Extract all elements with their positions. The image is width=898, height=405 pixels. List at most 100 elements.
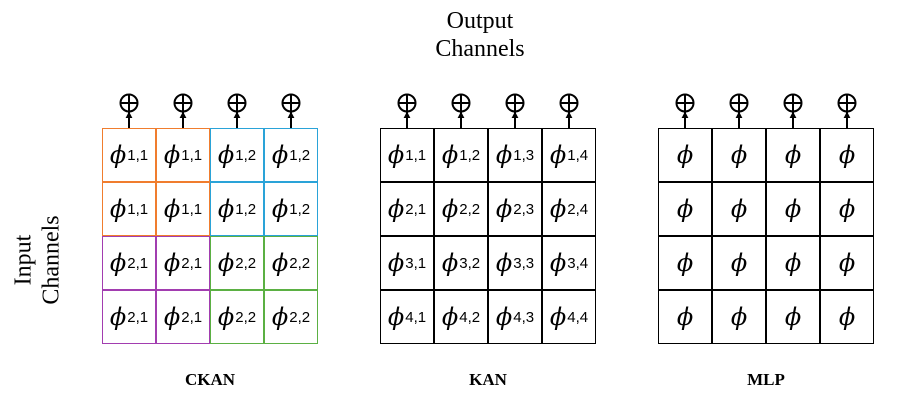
cell-subscript: 2,3 (513, 200, 535, 218)
input-label-line-1: Input (10, 234, 37, 286)
mlp-cell: ϕ (820, 236, 874, 290)
mlp-cell: ϕ (712, 290, 766, 344)
cell-subscript: 4,4 (567, 308, 589, 326)
sum-icon (781, 92, 805, 128)
phi-symbol: ϕ (676, 195, 694, 223)
sum-icon (395, 92, 419, 128)
output-channels-label: Output Channels (380, 8, 580, 63)
phi-symbol: ϕ (163, 303, 181, 331)
cell-subscript: 1,2 (235, 200, 257, 218)
phi-symbol: ϕ (387, 141, 405, 169)
phi-symbol: ϕ (109, 141, 127, 169)
phi-symbol: ϕ (217, 141, 235, 169)
ckan-sum-row (102, 92, 318, 128)
mlp-cell: ϕ (658, 290, 712, 344)
cell-subscript: 1,2 (459, 146, 481, 164)
sum-icon (673, 92, 697, 128)
phi-symbol: ϕ (441, 195, 459, 223)
cell-subscript: 1,1 (181, 146, 203, 164)
cell-subscript: 2,2 (289, 254, 311, 272)
cell-subscript: 2,2 (459, 200, 481, 218)
phi-symbol: ϕ (271, 303, 289, 331)
cell-subscript: 1,3 (513, 146, 535, 164)
phi-symbol: ϕ (441, 141, 459, 169)
cell-subscript: 2,1 (405, 200, 427, 218)
mlp-cell: ϕ (766, 128, 820, 182)
mlp-cell: ϕ (766, 236, 820, 290)
phi-symbol: ϕ (217, 195, 235, 223)
sum-icon (117, 92, 141, 128)
input-label-line-2: Channels (38, 215, 64, 305)
phi-symbol: ϕ (838, 303, 856, 331)
cell-subscript: 2,2 (235, 254, 257, 272)
phi-symbol: ϕ (109, 249, 127, 277)
phi-symbol: ϕ (549, 303, 567, 331)
phi-symbol: ϕ (387, 249, 405, 277)
phi-symbol: ϕ (217, 249, 235, 277)
mlp-cell: ϕ (766, 290, 820, 344)
mlp-cell: ϕ (820, 182, 874, 236)
sum-icon (503, 92, 527, 128)
mlp-cell: ϕ (820, 128, 874, 182)
phi-symbol: ϕ (838, 249, 856, 277)
phi-symbol: ϕ (549, 141, 567, 169)
ckan-title: CKAN (184, 370, 236, 389)
phi-symbol: ϕ (441, 249, 459, 277)
cell-subscript: 2,2 (235, 308, 257, 326)
sum-icon (279, 92, 303, 128)
phi-symbol: ϕ (730, 303, 748, 331)
input-channels-label: Input Channels (10, 160, 65, 360)
cell-subscript: 1,2 (289, 200, 311, 218)
phi-symbol: ϕ (549, 249, 567, 277)
cell-subscript: 2,1 (127, 308, 149, 326)
mlp-cell: ϕ (712, 128, 766, 182)
phi-symbol: ϕ (676, 303, 694, 331)
phi-symbol: ϕ (495, 195, 513, 223)
phi-symbol: ϕ (271, 195, 289, 223)
phi-symbol: ϕ (495, 303, 513, 331)
mlp-title: MLP (747, 370, 785, 389)
phi-symbol: ϕ (217, 303, 235, 331)
cell-subscript: 3,1 (405, 254, 427, 272)
cell-subscript: 2,1 (181, 254, 203, 272)
cell-subscript: 1,2 (235, 146, 257, 164)
mlp-cell: ϕ (712, 236, 766, 290)
phi-symbol: ϕ (549, 195, 567, 223)
mlp-cell: ϕ (712, 182, 766, 236)
phi-symbol: ϕ (838, 195, 856, 223)
phi-symbol: ϕ (163, 195, 181, 223)
cell-subscript: 4,1 (405, 308, 427, 326)
mlp-cell: ϕ (658, 236, 712, 290)
cell-subscript: 3,3 (513, 254, 535, 272)
phi-symbol: ϕ (730, 249, 748, 277)
phi-symbol: ϕ (784, 249, 802, 277)
phi-symbol: ϕ (784, 195, 802, 223)
phi-symbol: ϕ (441, 303, 459, 331)
phi-symbol: ϕ (387, 195, 405, 223)
